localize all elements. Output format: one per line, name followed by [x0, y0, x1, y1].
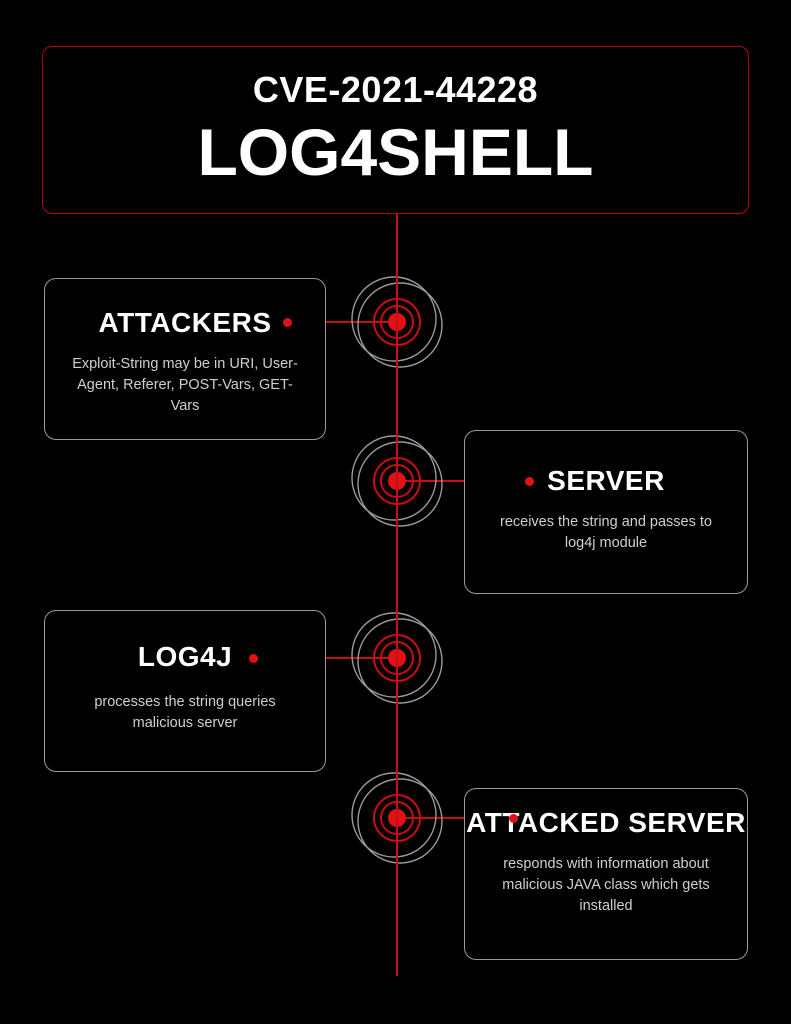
target-icon-attacked-server: [347, 768, 447, 868]
step-card-attackers: ATTACKERS Exploit-String may be in URI, …: [44, 278, 326, 440]
target-icon-server: [347, 431, 447, 531]
target-icon-attackers: [347, 272, 447, 372]
step-title-server: SERVER: [547, 465, 665, 496]
step-title-attacked-server: ATTACKED SERVER: [466, 807, 746, 838]
page-title: LOG4SHELL: [197, 114, 594, 189]
timeline-spine: [396, 214, 398, 976]
cve-identifier: CVE-2021-44228: [252, 69, 539, 111]
step-description-log4j: processes the string queries malicious s…: [94, 694, 276, 732]
header-box: CVE-2021-44228 LOG4SHELL: [42, 46, 749, 214]
connector-dot-server: [525, 477, 534, 486]
step-title-attackers: ATTACKERS: [98, 307, 272, 338]
step-description-attacked-server: responds with information about maliciou…: [502, 856, 710, 915]
step-card-log4j: LOG4J processes the string queries malic…: [44, 610, 326, 772]
target-icon-log4j: [347, 608, 447, 708]
step-card-attacked-server: ATTACKED SERVER responds with informatio…: [464, 788, 748, 960]
connector-line-attackers: [286, 321, 396, 323]
step-description-attackers: Exploit-String may be in URI, User-Agent…: [72, 356, 298, 415]
connector-dot-attacked-server: [509, 814, 518, 823]
connector-dot-attackers: [283, 318, 292, 327]
step-title-log4j: LOG4J: [137, 641, 233, 672]
step-card-server: SERVER receives the string and passes to…: [464, 430, 748, 594]
connector-line-attacked-server: [396, 817, 512, 819]
connector-line-server: [396, 480, 528, 482]
connector-dot-log4j: [249, 654, 258, 663]
step-description-server: receives the string and passes to log4j …: [500, 514, 712, 552]
